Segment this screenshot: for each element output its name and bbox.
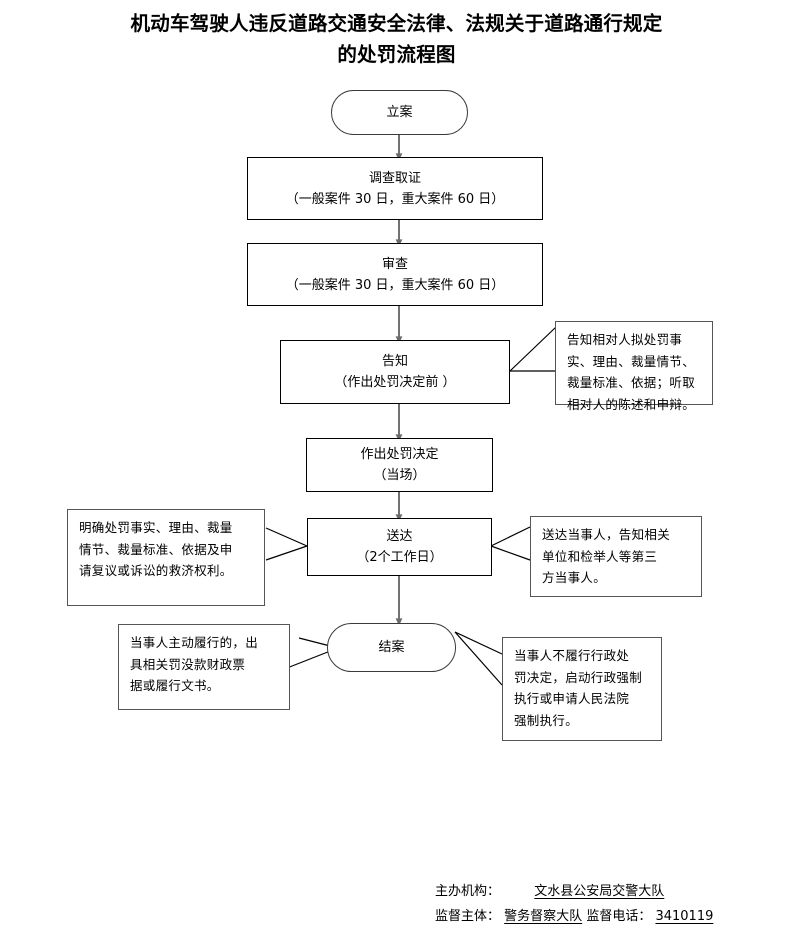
annotation-songDa-right-line-3: 方当事人。 — [542, 570, 607, 585]
annotation-jieAn-right-line-4: 强制执行。 — [514, 712, 579, 728]
annotation-gaoZhi-note[interactable]: 告知相对人拟处罚事 实、理由、裁量情节、 裁量标准、依据；听取 相对人的陈述和申… — [555, 321, 713, 412]
annotation-songDa-left-line-3: 请复议或诉讼的救济权利。 — [79, 563, 233, 578]
annotation-gaoZhi-line-3: 裁量标准、依据；听取 — [567, 375, 696, 390]
annotation-songDa-note-right[interactable]: 送达当事人，告知相关 单位和检举人等第三 方当事人。 — [530, 516, 702, 597]
node-diaoChaQuZheng[interactable]: 调查取证 （一般案件 30 日，重大案件 60 日） — [247, 157, 543, 220]
leader-jieAn-note-right — [454, 631, 503, 686]
footer-supervisor-value: 警务督察大队 — [504, 909, 583, 924]
annotation-songDa-right-line-2: 单位和检举人等第三 — [542, 548, 658, 564]
annotation-songDa-right-line-1: 送达当事人，告知相关 — [542, 527, 671, 542]
footer-supervisor-label: 监督主体： — [435, 909, 501, 924]
footer-phone-label: 监督电话： — [586, 909, 652, 924]
annotation-gaoZhi-line-4: 相对人的陈述和申辩。 — [567, 396, 696, 412]
annotation-jieAn-note-right[interactable]: 当事人不履行行政处 罚决定，启动行政强制 执行或申请人民法院 强制执行。 — [502, 637, 662, 741]
page-title-line-1: 机动车驾驶人违反道路交通安全法律、法规关于道路通行规定 — [130, 12, 663, 35]
node-jieAn[interactable]: 结案 — [327, 623, 456, 672]
annotation-songDa-note-left[interactable]: 明确处罚事实、理由、裁量 情节、裁量标准、依据及申 请复议或诉讼的救济权利。 — [67, 509, 265, 606]
node-liAn[interactable]: 立案 — [331, 90, 468, 135]
node-gaoZhi[interactable]: 告知 （作出处罚决定前 ） — [280, 340, 510, 404]
node-zuoChu-line-2: （当场） — [373, 468, 426, 483]
footer-org-value: 文水县公安局交警大队 — [534, 884, 665, 899]
node-shenCha[interactable]: 审查 （一般案件 30 日，重大案件 60 日） — [247, 243, 543, 306]
node-gaoZhi-line-2: （作出处罚决定前 ） — [334, 375, 456, 390]
annotation-songDa-left-line-2: 情节、裁量标准、依据及申 — [79, 541, 233, 557]
annotation-jieAn-right-line-3: 执行或申请人民法院 — [514, 691, 630, 706]
node-shenCha-line-1: 审查 — [381, 256, 408, 272]
node-shenCha-line-2: （一般案件 30 日，重大案件 60 日） — [285, 277, 505, 293]
node-gaoZhi-line-1: 告知 — [381, 354, 408, 369]
page-title-line-2: 的处罚流程图 — [337, 43, 456, 66]
footer-phone-value: 3410119 — [655, 909, 714, 924]
footer-org-row: 主办机构： 文水县公安局交警大队 — [435, 879, 713, 904]
annotation-jieAn-note-left[interactable]: 当事人主动履行的，出 具相关罚没款财政票 据或履行文书。 — [118, 624, 290, 710]
node-liAn-line-1: 立案 — [386, 105, 413, 120]
node-diaoChaQuZheng-line-1: 调查取证 — [368, 170, 421, 186]
annotation-gaoZhi-line-1: 告知相对人拟处罚事 — [567, 332, 683, 347]
page-title: 机动车驾驶人违反道路交通安全法律、法规关于道路通行规定 的处罚流程图 — [40, 8, 753, 70]
annotation-jieAn-right-line-2: 罚决定，启动行政强制 — [514, 669, 643, 685]
node-songDa-line-2: （2个工作日） — [356, 550, 443, 565]
leader-gaoZhi-note — [509, 326, 557, 372]
annotation-songDa-left-line-1: 明确处罚事实、理由、裁量 — [79, 520, 233, 535]
node-zuoChu-line-1: 作出处罚决定 — [360, 447, 439, 462]
annotation-jieAn-left-line-1: 当事人主动履行的，出 — [130, 635, 259, 650]
node-diaoChaQuZheng-line-2: （一般案件 30 日，重大案件 60 日） — [285, 191, 505, 207]
leader-songDa-note-left — [265, 527, 308, 561]
footer-supervisor-row: 监督主体： 警务督察大队 监督电话： 3410119 — [435, 904, 713, 929]
annotation-jieAn-left-line-2: 具相关罚没款财政票 — [130, 656, 246, 672]
leader-songDa-note-right — [490, 526, 531, 561]
node-songDa[interactable]: 送达 （2个工作日） — [307, 518, 492, 576]
annotation-jieAn-left-line-3: 据或履行文书。 — [130, 678, 220, 693]
node-songDa-line-1: 送达 — [386, 529, 413, 544]
footer: 主办机构： 文水县公安局交警大队 监督主体： 警务督察大队 监督电话： 3410… — [435, 879, 713, 929]
node-jieAn-line-1: 结案 — [378, 640, 405, 655]
footer-org-label: 主办机构： — [435, 884, 501, 899]
node-zuoChuChuFaJueDing[interactable]: 作出处罚决定 （当场） — [306, 438, 493, 492]
annotation-gaoZhi-line-2: 实、理由、裁量情节、 — [567, 353, 696, 369]
annotation-jieAn-right-line-1: 当事人不履行行政处 — [514, 648, 630, 663]
